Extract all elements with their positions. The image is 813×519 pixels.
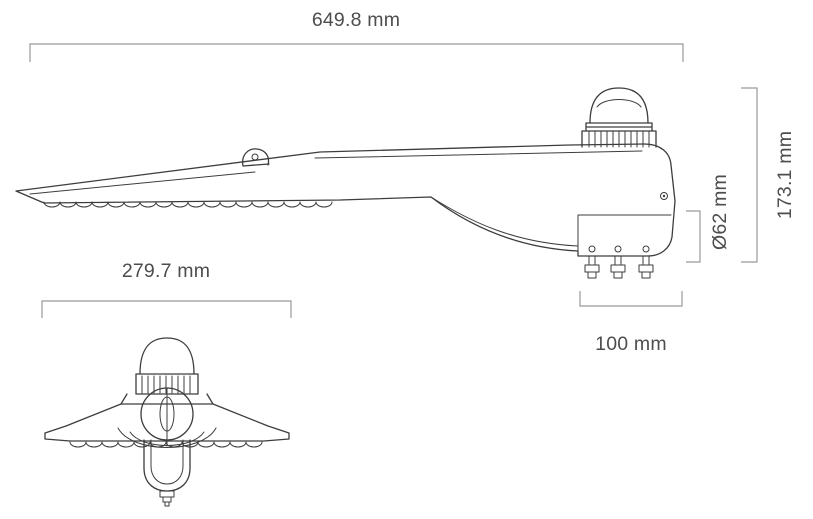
front-underbody-curve <box>117 427 217 448</box>
photocell-dome-highlight <box>596 99 642 108</box>
latch-knob <box>242 148 270 167</box>
photocell-collar-front-ribs <box>141 375 191 394</box>
side-view-top-seam <box>314 150 643 159</box>
endcap-detail-dot <box>662 194 666 198</box>
dimension-line-spigot-length <box>579 291 683 307</box>
dimension-label-front-width: 279.7 mm <box>122 260 210 282</box>
endcap-detail-circle <box>660 192 668 200</box>
front-wing-scallops <box>69 441 263 448</box>
photocell-collar-front <box>135 373 199 395</box>
side-view-outline <box>15 143 676 257</box>
dimension-spigot-diameter: Ø62 mm <box>686 174 731 263</box>
dimension-label-overall-height: 173.1 mm <box>774 131 796 219</box>
led-scallop-edge <box>43 201 333 208</box>
front-view-drawing <box>44 337 290 507</box>
photocell-dome-side <box>589 87 649 124</box>
side-view-belly-seam <box>430 196 579 247</box>
bolt-washer <box>642 245 650 253</box>
dimension-overall-height: 173.1 mm <box>741 87 796 263</box>
dimension-line-spigot-diameter <box>686 210 701 263</box>
dimension-line-overall-length <box>29 43 684 62</box>
dimension-overall-length: 649.8 mm <box>29 9 684 62</box>
bolt-washer <box>614 245 622 253</box>
latch-knob-detail <box>251 153 259 161</box>
dimension-label-spigot-length: 100 mm <box>595 333 667 355</box>
photocell-collar-ribs <box>588 130 650 148</box>
side-view-blade-seam <box>29 171 256 195</box>
dimension-line-front-width <box>41 300 292 318</box>
dimension-label-spigot-diameter: Ø62 mm <box>709 174 731 250</box>
front-bottom-bolt <box>159 490 175 507</box>
bolt-washer <box>588 245 596 253</box>
dimension-front-width: 279.7 mm <box>41 260 292 318</box>
mount-spigot-lines <box>577 214 672 257</box>
photocell-ring-side <box>585 122 653 132</box>
side-view-drawing <box>15 87 676 279</box>
dimension-spigot-length: 100 mm <box>579 291 683 355</box>
photocell-dome-front <box>139 337 195 375</box>
mount-bolt <box>638 255 654 279</box>
dimension-label-overall-length: 649.8 mm <box>312 9 400 31</box>
dimension-line-overall-height <box>741 87 758 263</box>
mount-bolt <box>584 255 600 279</box>
mount-bolt <box>610 255 626 279</box>
front-bracket-inner <box>150 439 184 485</box>
